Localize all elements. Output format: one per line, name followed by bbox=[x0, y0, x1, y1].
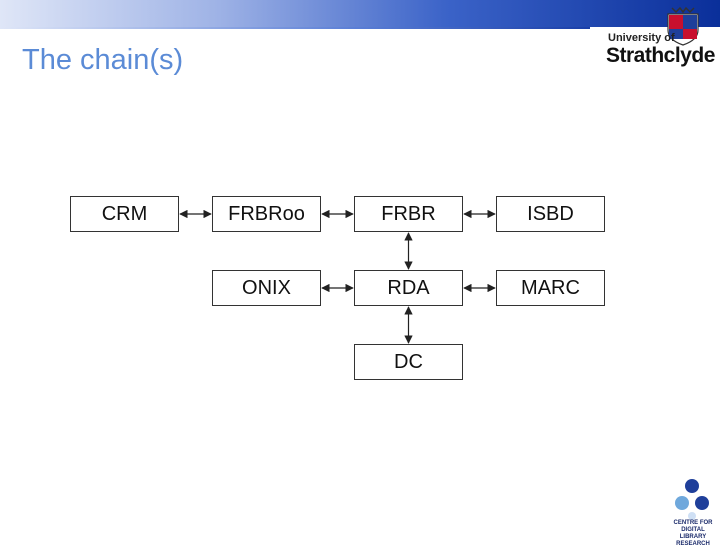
crest-icon bbox=[667, 6, 699, 46]
node-rda: RDA bbox=[354, 270, 463, 306]
node-frbr: FRBR bbox=[354, 196, 463, 232]
university-logo: University of Strathclyde bbox=[604, 6, 715, 70]
header-bar bbox=[0, 0, 720, 27]
node-dc: DC bbox=[354, 344, 463, 380]
cdlr-logo: CENTRE FOR DIGITAL LIBRARY RESEARCH bbox=[664, 476, 720, 547]
logo-university-of: University of bbox=[608, 32, 675, 44]
logo-strathclyde: Strathclyde bbox=[606, 44, 715, 67]
node-onix: ONIX bbox=[212, 270, 321, 306]
cdlr-line2: LIBRARY RESEARCH bbox=[676, 534, 710, 547]
cdlr-label: CENTRE FOR DIGITAL LIBRARY RESEARCH bbox=[668, 520, 718, 548]
page-title: The chain(s) bbox=[22, 44, 184, 76]
node-crm: CRM bbox=[70, 196, 179, 232]
node-marc: MARC bbox=[496, 270, 605, 306]
header-rule bbox=[0, 27, 590, 29]
node-frbroo: FRBRoo bbox=[212, 196, 321, 232]
cdlr-line1: CENTRE FOR DIGITAL bbox=[673, 520, 713, 533]
node-isbd: ISBD bbox=[496, 196, 605, 232]
cdlr-triangle-icon bbox=[675, 479, 709, 520]
